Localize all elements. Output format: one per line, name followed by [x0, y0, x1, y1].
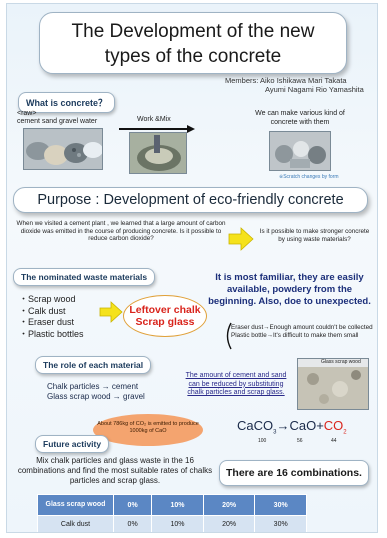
mixing-photo [129, 132, 187, 174]
table-cell: 20% [202, 515, 256, 532]
work-mix-label: Work &Mix [137, 116, 171, 123]
combination-table: Glass scrap wood 0% 10% 20% 30% Calk dus… [37, 494, 307, 532]
glass-photo-label: Glass scrap wood [321, 359, 361, 365]
members-row-2: Ayumi Nagami Rio Yamashita [265, 85, 364, 94]
purpose-question: Is it possible to make stronger concrete… [259, 228, 370, 243]
role-glass: Glass scrap wood → gravel [47, 392, 145, 401]
left-bracket [226, 322, 232, 350]
future-heading: Future activity [35, 435, 110, 453]
table-cell: 10% [151, 515, 204, 532]
header-cell: 0% [112, 494, 153, 516]
members-label: Members: [225, 76, 259, 85]
formula-co2: CO [323, 418, 344, 433]
formula-sub3: 3 [273, 429, 277, 436]
waste-item: ・Plastic bottles [19, 328, 84, 339]
future-text: Mix chalk particles and glass waste in t… [17, 456, 213, 485]
waste-item: ・Calk dust [19, 305, 66, 316]
mass-44: 44 [331, 438, 337, 444]
glass-scrap-photo [297, 358, 369, 410]
table-header-row: Glass scrap wood 0% 10% 20% 30% [37, 494, 307, 516]
mass-100: 100 [258, 438, 267, 444]
note-plastic: Plastic bottle→It's difficult to make th… [231, 332, 359, 339]
title-line-1: The Development of the new [71, 21, 315, 42]
table-cell: 0% [112, 515, 153, 532]
waste-heading: The nominated waste materials [13, 268, 156, 286]
reduce-text: The amount of cement and sand can be red… [185, 372, 287, 396]
combinations-box: There are 16 combinations. [219, 460, 369, 486]
concrete-products-photo [269, 131, 331, 171]
formula-arrow: →CaO+ [276, 418, 324, 433]
what-is-concrete-heading: What is concrete？ [18, 92, 116, 113]
familiar-text: It is most familiar, they are easily ava… [208, 272, 371, 307]
header-cell: 30% [254, 494, 307, 516]
header-cell: 20% [202, 494, 256, 516]
table-cell: 30% [254, 515, 307, 532]
raw-label: <raw> [17, 110, 37, 117]
header-cell: 10% [151, 494, 204, 516]
role-heading: The role of each material [35, 356, 152, 374]
members: Members: Aiko Ishikawa Mari Takata Ayumi… [225, 76, 364, 94]
scratch-caption: ※Scratch changes by form [279, 174, 339, 180]
waste-item: ・Eraser dust [19, 317, 75, 327]
result-text: We can make various kind of concrete wit… [255, 110, 345, 126]
table-cell: Calk dust [37, 515, 114, 532]
work-mix-arrow-icon [119, 125, 195, 133]
selected-chalk: Leftover chalk [129, 304, 201, 316]
formula-sub2: 2 [343, 429, 347, 436]
mass-56: 56 [297, 438, 303, 444]
exclusion-notes: Eraser dust→Enough amount couldn't be co… [231, 324, 373, 340]
waste-list: ・Scrap wood ・Calk dust ・Eraser dust ・Pla… [19, 294, 84, 340]
poster: The Development of the new types of the … [6, 3, 378, 533]
purpose-intro: When we visited a cement plant , we lear… [16, 220, 226, 243]
purpose-heading: Purpose : Development of eco-friendly co… [13, 187, 368, 213]
table-row: Calk dust 0% 10% 20% 30% [37, 515, 307, 532]
title-box: The Development of the new types of the … [39, 12, 347, 74]
role-lines: Chalk particles → cement Glass scrap woo… [47, 382, 145, 402]
role-chalk: Chalk particles → cement [47, 382, 139, 391]
members-row-1: Aiko Ishikawa Mari Takata [260, 76, 347, 85]
yellow-arrow-icon [99, 301, 123, 323]
waste-item: ・Scrap wood [19, 294, 76, 304]
header-cell: Glass scrap wood [37, 494, 114, 516]
chemical-formula: CaCO3→CaO+CO2 [237, 418, 347, 436]
title-line-2: types of the concrete [104, 46, 282, 67]
co2-note-oval: About 786kg of CO₂ is emitted to produce… [93, 414, 203, 446]
yellow-arrow-icon [228, 227, 254, 251]
selected-glass: Scrap glass [135, 316, 195, 328]
raw-materials-photo [23, 128, 103, 170]
formula-caco3: CaCO [237, 418, 274, 433]
raw-items: cement sand gravel water [17, 118, 98, 125]
selected-materials-oval: Leftover chalk Scrap glass [123, 295, 207, 337]
note-eraser: Eraser dust→Enough amount couldn't be co… [231, 324, 373, 331]
